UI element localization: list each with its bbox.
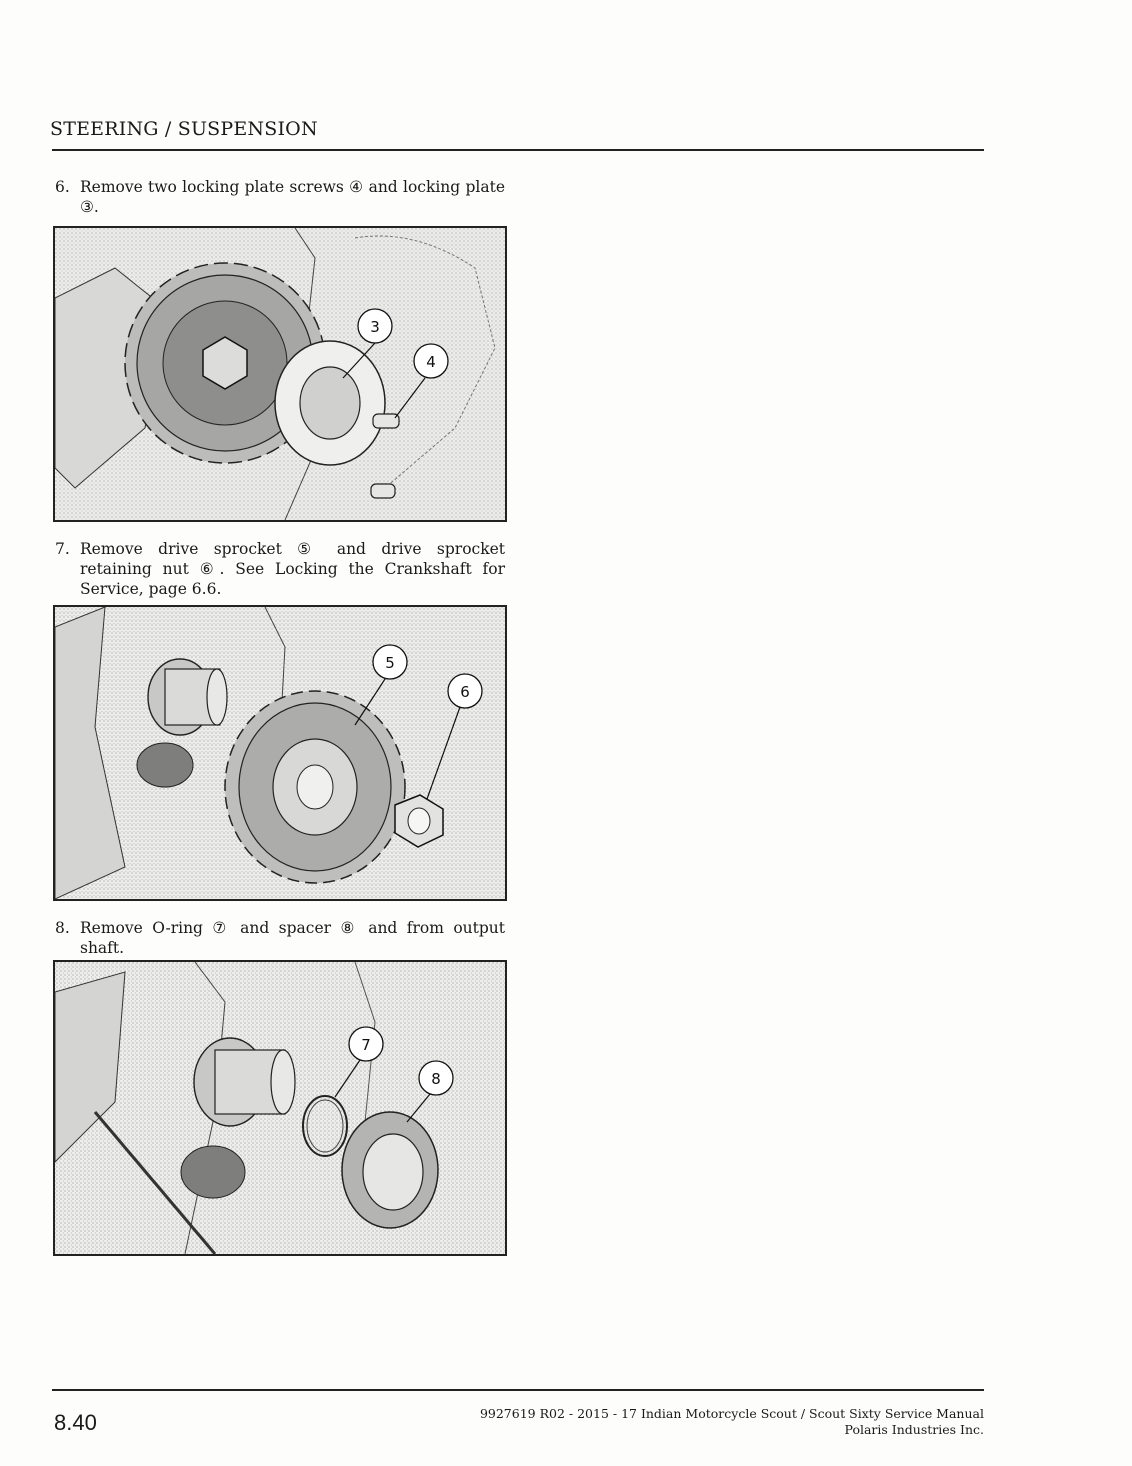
figure-o-ring-spacer-illustration: 7 8 <box>55 962 505 1254</box>
step-text: Remove drive sprocket ⑤ and drive sprock… <box>80 540 505 598</box>
footer-text: 9927619 R02 - 2015 - 17 Indian Motorcycl… <box>480 1406 984 1438</box>
callout-leader-6 <box>426 706 461 800</box>
callout-circle-8 <box>418 1060 454 1096</box>
callout-leader-3 <box>342 342 376 379</box>
callout-leader-5 <box>354 678 386 726</box>
step-text: Remove O-ring ⑦ and spacer ⑧ and from ou… <box>80 919 505 957</box>
step-6: 6. Remove two locking plate screws ④ and… <box>55 177 505 217</box>
company-name: Polaris Industries Inc. <box>844 1422 984 1437</box>
step-8: 8. Remove O-ring ⑦ and spacer ⑧ and from… <box>55 918 505 958</box>
callout-6: 6 <box>460 683 470 701</box>
figure-drive-sprocket-illustration: 5 6 <box>55 607 505 899</box>
manual-title: 9927619 R02 - 2015 - 17 Indian Motorcycl… <box>479 1406 984 1421</box>
header-rule <box>52 149 984 151</box>
figure-o-ring-spacer: 7 8 <box>53 960 507 1256</box>
callout-leader-8 <box>406 1093 431 1123</box>
callout-leader-7 <box>334 1059 361 1098</box>
callout-5: 5 <box>385 654 395 672</box>
footer-rule <box>52 1389 984 1391</box>
section-header: STEERING / SUSPENSION <box>50 118 318 140</box>
figure-drive-sprocket: 5 6 <box>53 605 507 901</box>
callout-circle-4 <box>413 343 449 379</box>
callout-circle-7 <box>348 1026 384 1062</box>
callout-circle-6 <box>447 673 483 709</box>
callout-circle-5 <box>372 644 408 680</box>
figure-locking-plate: 3 4 <box>53 226 507 522</box>
step-7: 7. Remove drive sprocket ⑤ and drive spr… <box>55 539 505 599</box>
step-number: 6. <box>55 178 70 196</box>
callout-7: 7 <box>361 1036 371 1054</box>
page-number: 8.40 <box>54 1410 97 1435</box>
callout-4: 4 <box>426 353 436 371</box>
step-number: 8. <box>55 919 70 937</box>
callout-3: 3 <box>370 318 380 336</box>
callout-8: 8 <box>431 1070 441 1088</box>
step-text: Remove two locking plate screws ④ and lo… <box>80 178 505 216</box>
callout-circle-3 <box>357 308 393 344</box>
figure-locking-plate-illustration: 3 4 <box>55 228 505 520</box>
callout-leader-4 <box>394 377 426 419</box>
step-number: 7. <box>55 540 70 558</box>
